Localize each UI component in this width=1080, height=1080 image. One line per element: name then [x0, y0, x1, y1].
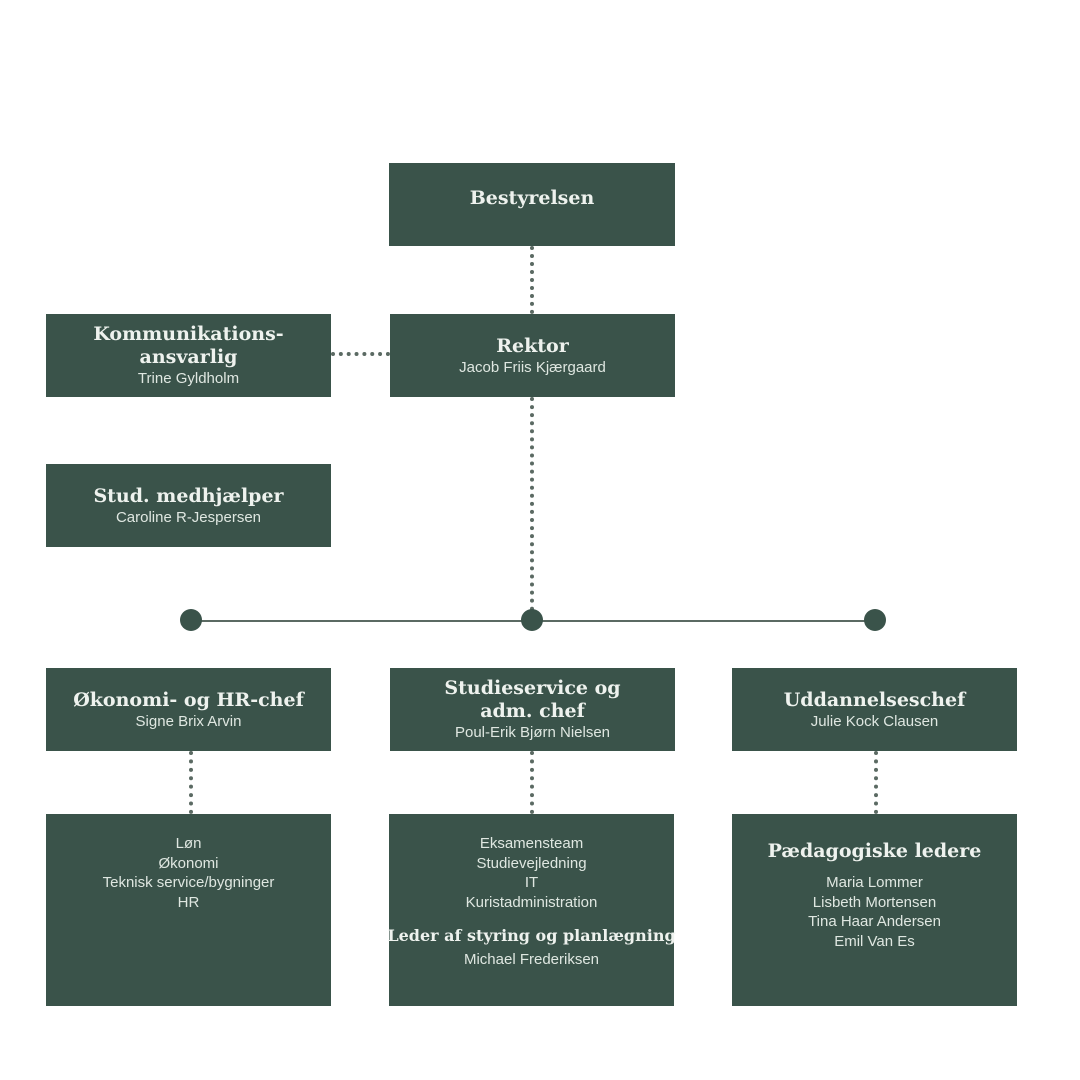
- finance-units-box: Løn Økonomi Teknisk service/bygninger HR: [46, 814, 331, 1006]
- connector-education-leaders: [874, 751, 878, 814]
- branch-node-right: [864, 609, 886, 631]
- student-service-box: Studieservice og adm. chef Poul-Erik Bjø…: [390, 668, 675, 751]
- connector-rector-communications: [331, 352, 390, 356]
- rector-title: Rektor: [496, 334, 569, 357]
- connector-board-rector: [530, 246, 534, 314]
- communications-title-line1: Kommunikations-: [93, 323, 284, 345]
- connector-rector-branch: [530, 397, 534, 611]
- list-item: Tina Haar Andersen: [808, 913, 941, 930]
- finance-hr-box: Økonomi- og HR-chef Signe Brix Arvin: [46, 668, 331, 751]
- connector-finance-units: [189, 751, 193, 814]
- education-box: Uddannelseschef Julie Kock Clausen: [732, 668, 1017, 751]
- communications-title-line2: ansvarlig: [139, 346, 238, 368]
- finance-hr-name: Signe Brix Arvin: [135, 712, 242, 730]
- pedagogical-leaders-title: Pædagogiske ledere: [767, 840, 982, 862]
- finance-units-list: Løn Økonomi Teknisk service/bygninger HR: [103, 834, 275, 912]
- student-service-units-box: Eksamensteam Studievejledning IT Kurista…: [387, 814, 676, 1006]
- student-assistant-title: Stud. medhjælper: [93, 484, 284, 507]
- rector-box: Rektor Jacob Friis Kjærgaard: [390, 314, 675, 397]
- list-item: HR: [177, 893, 200, 911]
- student-assistant-box: Stud. medhjælper Caroline R-Jespersen: [46, 464, 331, 547]
- rector-name: Jacob Friis Kjærgaard: [459, 358, 606, 376]
- list-item: Løn: [175, 835, 202, 852]
- list-item: IT: [524, 874, 539, 891]
- connector-service-units: [530, 751, 534, 814]
- communications-box: Kommunikations- ansvarlig Trine Gyldholm: [46, 314, 331, 397]
- student-service-title-line1: Studieservice og: [444, 677, 621, 699]
- list-item: Emil Van Es: [834, 932, 915, 950]
- education-leaders-box: Pædagogiske ledere Maria Lommer Lisbeth …: [732, 814, 1017, 1006]
- branch-node-left: [180, 609, 202, 631]
- planning-lead-name: Michael Frederiksen: [463, 951, 600, 968]
- list-item: Kuristadministration: [465, 893, 598, 911]
- student-service-name: Poul-Erik Bjørn Nielsen: [454, 724, 611, 741]
- finance-hr-title: Økonomi- og HR-chef: [73, 688, 304, 711]
- planning-lead-title: Leder af styring og planlægning: [387, 926, 676, 945]
- board-box: Bestyrelsen: [389, 163, 675, 246]
- list-item: Lisbeth Mortensen: [812, 893, 937, 911]
- student-service-title-line2: adm. chef: [480, 700, 585, 722]
- list-item: Eksamensteam: [479, 835, 584, 852]
- list-item: Teknisk service/bygninger: [102, 874, 275, 891]
- pedagogical-leaders-list: Maria Lommer Lisbeth Mortensen Tina Haar…: [808, 873, 941, 951]
- list-item: Maria Lommer: [826, 874, 923, 891]
- list-item: Økonomi: [158, 854, 219, 872]
- student-assistant-name: Caroline R-Jespersen: [115, 508, 262, 526]
- communications-name: Trine Gyldholm: [137, 370, 240, 387]
- board-title: Bestyrelsen: [469, 187, 595, 209]
- education-title: Uddannelseschef: [783, 688, 966, 711]
- branch-node-center: [521, 609, 543, 631]
- list-item: Studievejledning: [476, 854, 587, 872]
- education-name: Julie Kock Clausen: [810, 712, 939, 730]
- student-service-units-list: Eksamensteam Studievejledning IT Kurista…: [466, 834, 598, 912]
